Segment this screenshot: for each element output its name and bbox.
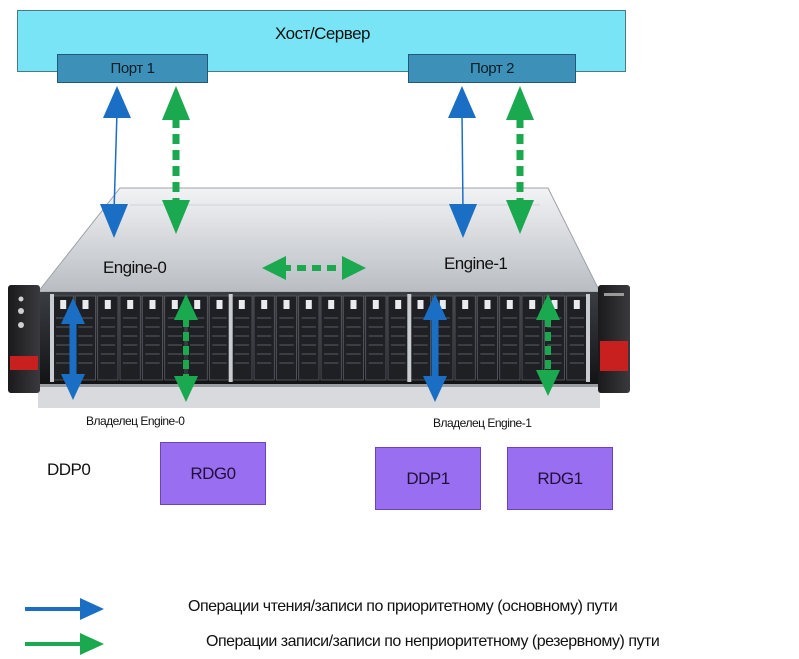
- drive-bays: [50, 294, 590, 382]
- host-label: Хост/Сервер: [274, 24, 371, 43]
- owner-engine-0-label: Владелец Engine-0: [86, 414, 185, 428]
- legend-primary-text: Операции чтения/записи по приоритетному …: [188, 598, 618, 615]
- drive-label-tag: [127, 300, 134, 309]
- drive-label-tag: [216, 300, 223, 309]
- drive-label-tag: [305, 300, 312, 309]
- primary-path-arrows: [61, 86, 477, 402]
- legend-arrows: [25, 598, 104, 655]
- drive-label-tag: [149, 300, 156, 309]
- drive-label-tag: [439, 300, 446, 309]
- port-1: Порт 1: [57, 54, 208, 83]
- engine-1-label: Engine-1: [444, 254, 508, 273]
- drive-label-tag: [283, 300, 290, 309]
- drive-label-tag: [484, 300, 491, 309]
- legend-backup-text: Операции записи/записи по неприоритетном…: [206, 633, 660, 650]
- drive-label-tag: [350, 300, 357, 309]
- rdg1-box: RDG1: [507, 447, 613, 510]
- bay-section-divider: [50, 294, 54, 382]
- drive-label-tag: [328, 300, 335, 309]
- drive-label-tag: [238, 300, 245, 309]
- drive-label-tag: [104, 300, 111, 309]
- drive-label-tag: [395, 300, 402, 309]
- legend-backup-arrow-icon: [80, 633, 104, 655]
- rdg0-box: RDG0: [160, 442, 266, 505]
- bay-section-divider: [407, 294, 412, 382]
- drive-label-tag: [462, 300, 469, 309]
- drive-label-tag: [372, 300, 379, 309]
- ddp0-label: DDP0: [47, 460, 91, 479]
- drive-label-tag: [551, 300, 558, 309]
- legend-primary-arrow-icon: [80, 598, 104, 620]
- owner-engine-1-label: Владелец Engine-1: [433, 416, 532, 430]
- engine-0-label: Engine-0: [103, 258, 167, 277]
- drive-label-tag: [60, 300, 67, 309]
- drive-label-tag: [529, 300, 536, 309]
- bay-section-divider: [228, 294, 233, 382]
- bay-section-divider: [586, 294, 590, 382]
- drive-label-tag: [82, 300, 89, 309]
- drive-label-tag: [171, 300, 178, 309]
- ddp1-box: DDP1: [375, 447, 481, 510]
- drive-label-tag: [573, 300, 580, 309]
- backup-path-arrows: [162, 86, 560, 402]
- drive-label-tag: [506, 300, 513, 309]
- drive-label-tag: [417, 300, 424, 309]
- drive-label-tag: [194, 300, 201, 309]
- port-2: Порт 2: [408, 54, 576, 83]
- drive-label-tag: [261, 300, 268, 309]
